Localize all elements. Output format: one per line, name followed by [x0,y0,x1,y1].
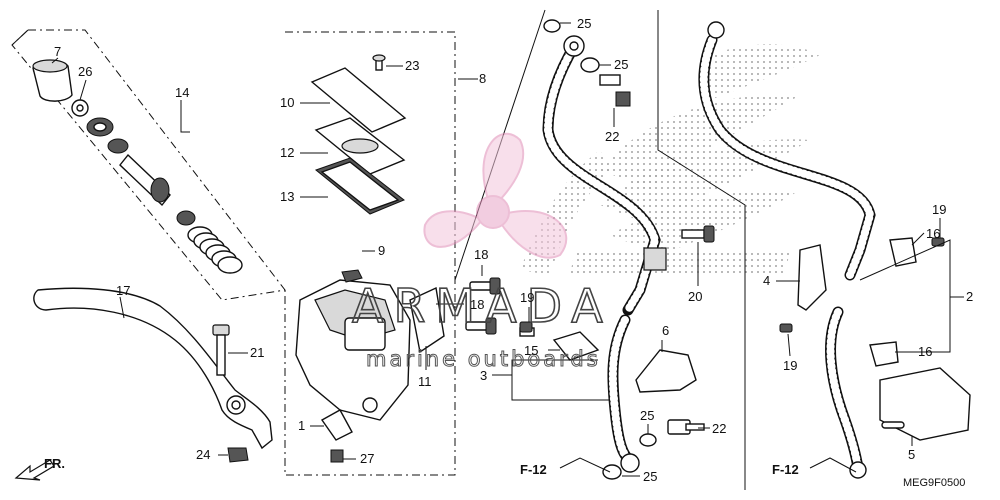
spring [187,226,243,274]
callout-20: 20 [688,289,702,304]
pivot-nut [227,447,249,463]
callout-10: 10 [280,95,294,110]
callout-6: 6 [662,323,669,338]
diagram-code: MEG9F0500 [903,477,965,489]
callout-27: 27 [360,451,374,466]
callout-26: 26 [78,64,92,79]
brake-hose-front-right [698,21,876,479]
callout-25d: 25 [643,469,657,484]
callout-25c: 25 [640,408,654,423]
callout-19c: 19 [783,358,797,373]
callout-23: 23 [405,58,419,73]
direction-label: FR. [44,456,65,471]
watermark-title: ARMADA [352,279,613,333]
callouts: 7 26 14 17 21 24 23 10 12 13 8 9 18 18 1… [54,16,973,484]
callout-24: 24 [196,447,210,462]
pivot-bolt [212,324,230,376]
callout-9: 9 [378,243,385,258]
callout-19b: 19 [932,202,946,217]
callout-1: 1 [298,418,305,433]
callout-15: 15 [524,343,538,358]
brake-lever [33,287,273,450]
callout-12: 12 [280,145,294,160]
callout-22b: 22 [712,421,726,436]
wing-watermark [520,44,820,275]
callout-18a: 18 [474,247,488,262]
callout-4: 4 [763,273,770,288]
callout-17: 17 [116,283,130,298]
callout-8: 8 [479,71,486,86]
reference-f12-right: F-12 [772,462,799,477]
upper-fittings [543,19,705,480]
clamp-bolts [465,277,501,335]
callout-5: 5 [908,447,915,462]
callout-3: 3 [480,368,487,383]
callout-2: 2 [966,289,973,304]
callout-16a: 16 [926,226,940,241]
front-direction-arrow-icon [14,459,55,481]
callout-21: 21 [250,345,264,360]
propeller-watermark-icon [423,132,568,259]
leader-lines [51,22,964,477]
master-cylinder-body [295,269,445,463]
bracket-5 [879,367,971,441]
reference-f12-left: F-12 [520,462,547,477]
piston-kit [32,59,243,274]
callout-22a: 22 [605,129,619,144]
clamps-16 [869,237,917,367]
reservoir-cap-stack [310,54,407,215]
callout-25a: 25 [577,16,591,31]
callout-16b: 16 [918,344,932,359]
brake-hose-front-left [542,35,667,473]
bracket-6 [635,349,697,393]
watermark-subtitle: marine outboards [366,347,601,371]
callout-18b: 18 [470,297,484,312]
callout-14: 14 [175,85,189,100]
bolt-20 [681,225,715,243]
bracket-4 [797,244,827,311]
callout-11: 11 [418,374,432,389]
callout-19a: 19 [520,290,534,305]
callout-13: 13 [280,189,294,204]
callout-25b: 25 [614,57,628,72]
callout-7: 7 [54,44,61,59]
